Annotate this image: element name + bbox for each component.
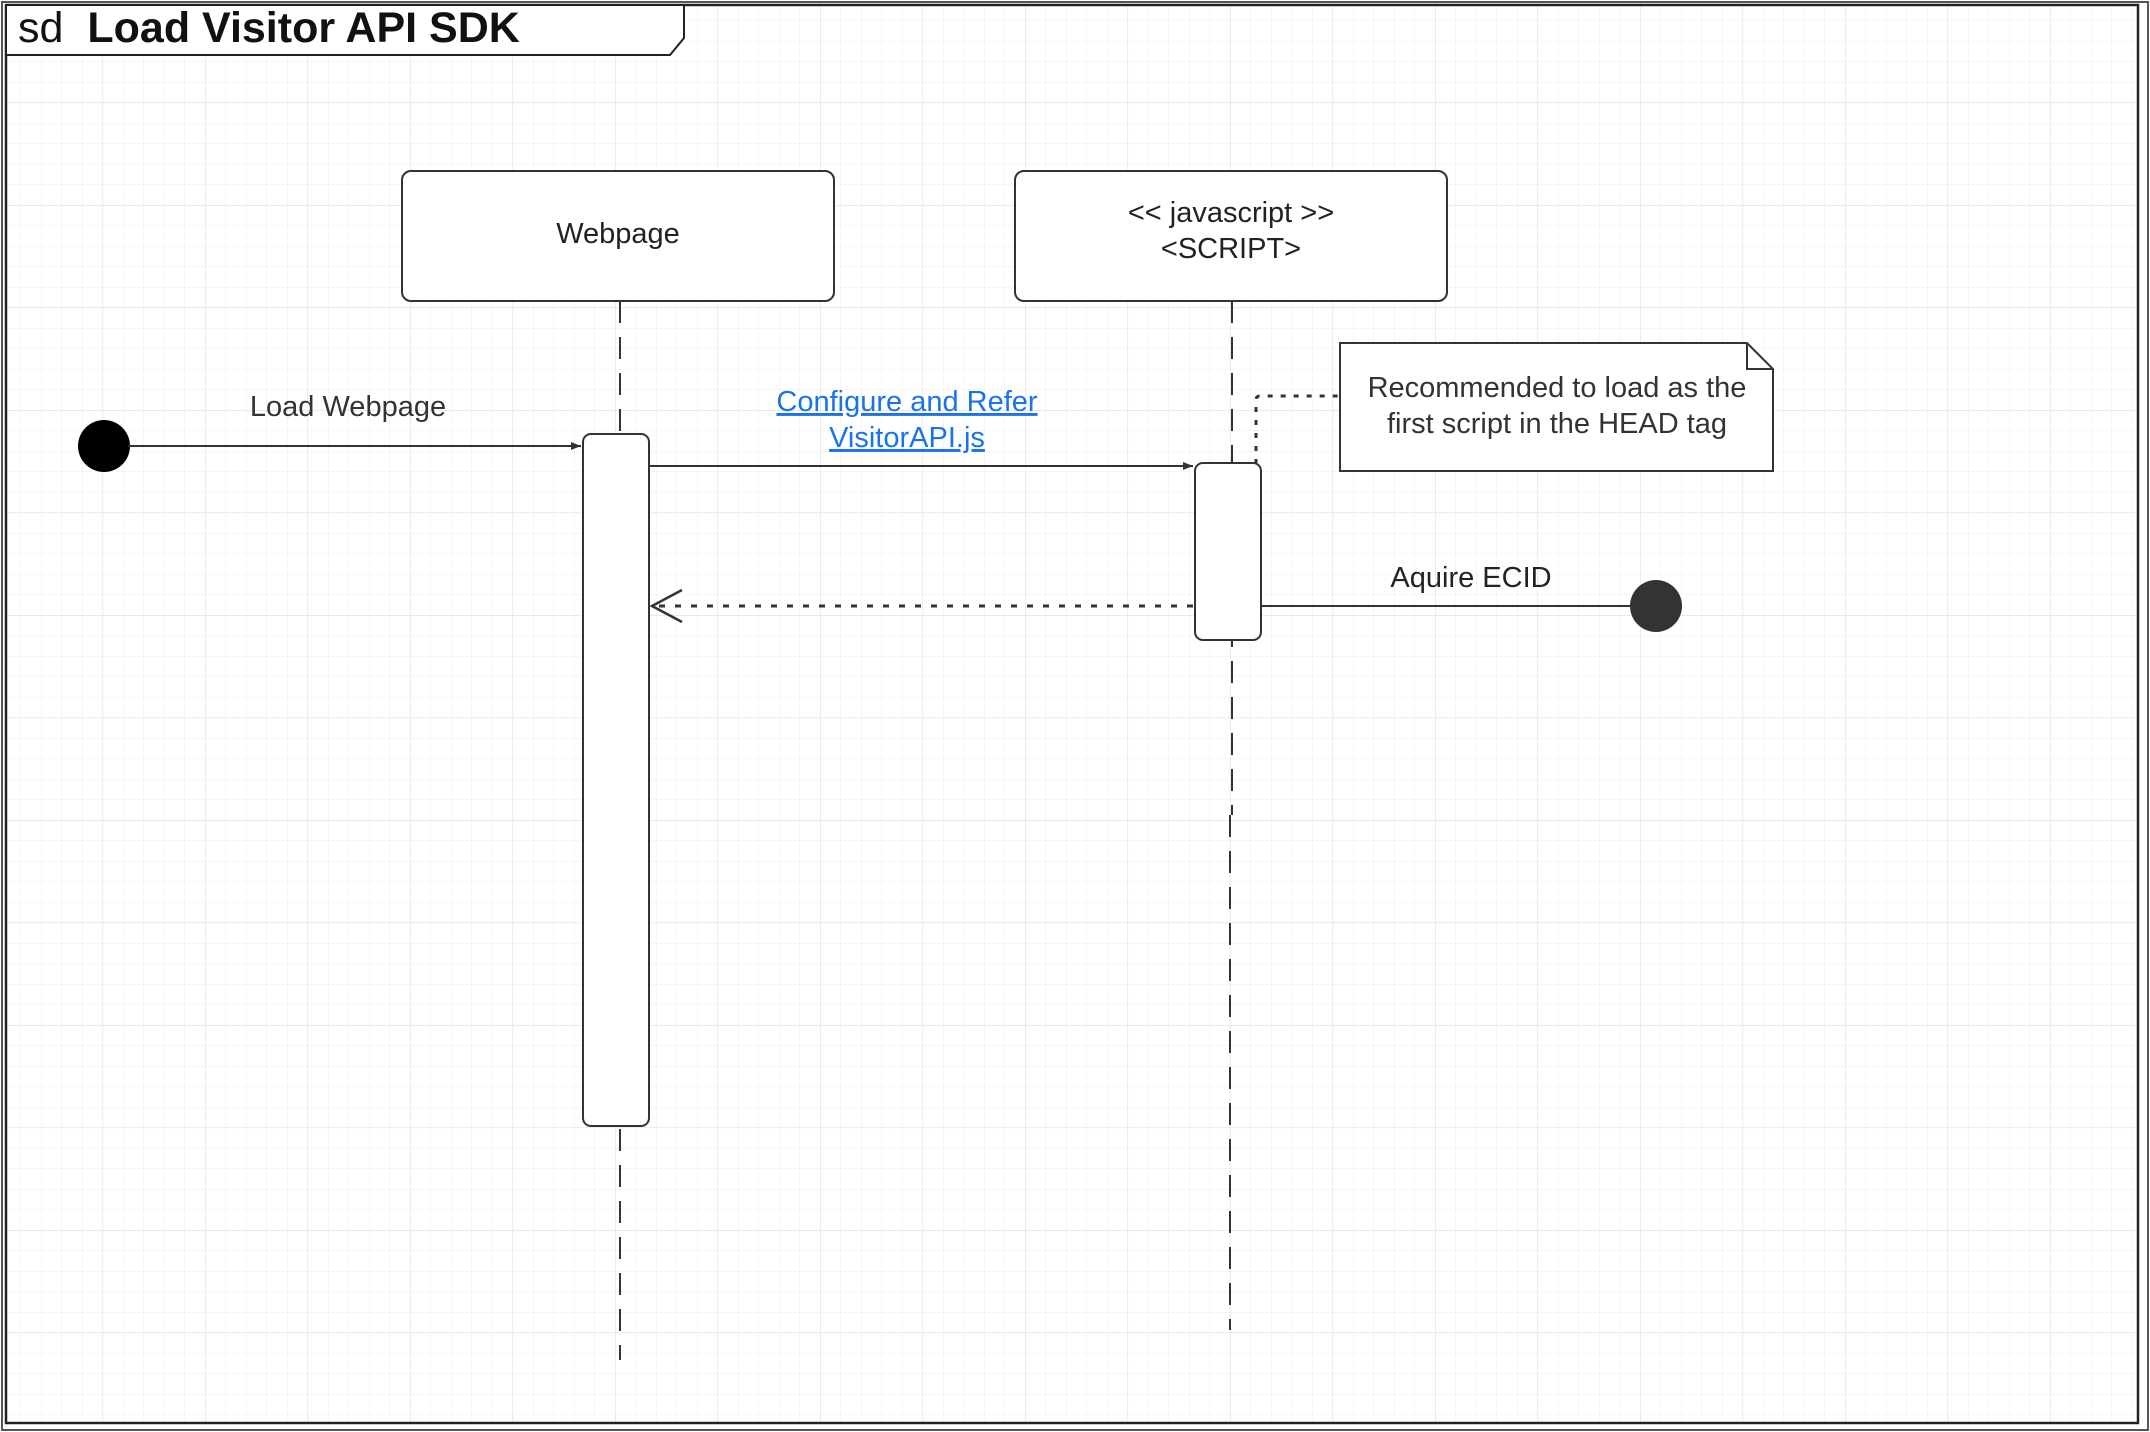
message-acquire-ecid-label: Aquire ECID bbox=[1390, 562, 1551, 594]
note-box[interactable] bbox=[1339, 342, 1774, 472]
note[interactable]: Recommended to load as the first script … bbox=[1254, 342, 1774, 472]
lifeline-script-stereotype: << javascript >> bbox=[1128, 197, 1334, 229]
message-load-webpage-label: Load Webpage bbox=[250, 391, 446, 423]
frame-header-tab bbox=[5, 4, 685, 56]
activation-script[interactable] bbox=[1194, 462, 1262, 641]
lifeline-webpage-box[interactable] bbox=[401, 170, 835, 302]
frame-prefix: sd bbox=[18, 4, 63, 52]
configure-link-line2[interactable]: VisitorAPI.js bbox=[829, 422, 985, 454]
message-acquire-ecid[interactable]: Aquire ECID bbox=[1262, 562, 1682, 632]
message-configure[interactable]: Configure and Refer VisitorAPI.js bbox=[650, 386, 1193, 470]
message-return-arrowhead bbox=[649, 588, 683, 624]
note-connector bbox=[1254, 394, 1340, 464]
message-load-webpage[interactable]: Load Webpage bbox=[78, 391, 581, 472]
note-fold bbox=[1746, 343, 1773, 370]
note-line2: first script in the HEAD tag bbox=[1387, 408, 1727, 440]
lifeline-script-label: <SCRIPT> bbox=[1161, 233, 1301, 265]
message-return[interactable] bbox=[649, 588, 1193, 624]
lifeline-webpage[interactable]: Webpage bbox=[401, 170, 835, 1360]
activation-webpage[interactable] bbox=[582, 433, 650, 1127]
start-point bbox=[78, 420, 130, 472]
frame-border bbox=[4, 3, 2140, 1425]
configure-link-line1[interactable]: Configure and Refer bbox=[776, 386, 1037, 418]
lifeline-webpage-label: Webpage bbox=[556, 218, 680, 250]
note-line1: Recommended to load as the bbox=[1368, 372, 1747, 404]
lifeline-script[interactable]: << javascript >> <SCRIPT> bbox=[1014, 170, 1448, 1330]
frame-header: sd Load Visitor API SDK bbox=[18, 4, 520, 52]
frame-title: Load Visitor API SDK bbox=[87, 4, 519, 52]
end-point bbox=[1630, 580, 1682, 632]
